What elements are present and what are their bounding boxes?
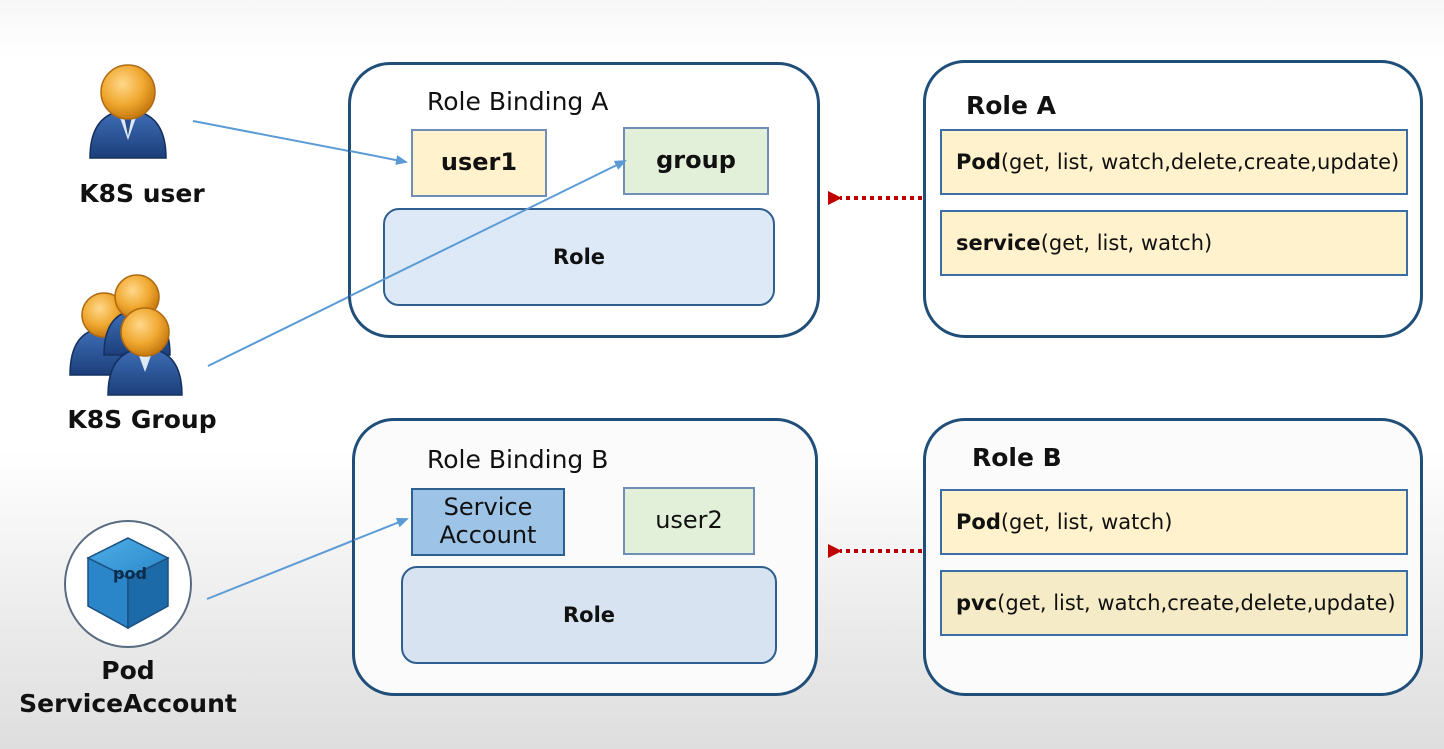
k8s-group-icon <box>69 274 183 396</box>
pod-label-line1: Pod <box>101 656 155 685</box>
role-b-rule-pod: Pod(get, list, watch) <box>940 489 1408 555</box>
rule-verbs: (get, list, watch,create,delete,update) <box>997 591 1396 615</box>
role-a-panel: Role A Pod(get, list, watch,delete,creat… <box>923 60 1423 338</box>
subject-service-account: Service Account <box>411 488 565 556</box>
pod-icon-text: pod <box>113 564 147 583</box>
k8s-group-label: K8S Group <box>67 405 217 434</box>
pod-label-line2: ServiceAccount <box>19 688 237 718</box>
rule-resource: Pod <box>956 510 1001 534</box>
pod-serviceaccount-label: Pod ServiceAccount <box>10 655 246 720</box>
subject-user2: user2 <box>623 487 755 555</box>
service-account-line1: Service <box>443 493 533 522</box>
role-b-rule-pvc: pvc(get, list, watch,create,delete,updat… <box>940 570 1408 636</box>
subject-group: group <box>623 127 769 195</box>
role-b-title: Role B <box>972 443 1062 472</box>
role-binding-b-panel: Role Binding B Service Account user2 Rol… <box>352 418 818 696</box>
rule-verbs: (get, list, watch,delete,create,update) <box>1000 150 1400 174</box>
rule-resource: pvc <box>956 591 998 615</box>
pod-cube-icon <box>64 520 192 648</box>
rule-verbs: (get, list, watch) <box>1000 510 1173 534</box>
rule-verbs: (get, list, watch) <box>1040 231 1213 255</box>
k8s-user-icon <box>89 64 167 159</box>
role-binding-a-panel: Role Binding A user1 group Role <box>348 62 820 338</box>
rule-resource: service <box>956 231 1041 255</box>
k8s-user-label: K8S user <box>79 179 205 208</box>
role-a-rule-pod: Pod(get, list, watch,delete,create,updat… <box>940 129 1408 195</box>
role-a-title: Role A <box>966 91 1057 120</box>
role-b-panel: Role B Pod(get, list, watch) pvc(get, li… <box>923 418 1423 696</box>
subject-user1: user1 <box>411 129 547 197</box>
binding-b-role: Role <box>401 566 777 664</box>
role-binding-a-title: Role Binding A <box>427 87 609 116</box>
role-binding-b-title: Role Binding B <box>427 445 609 474</box>
binding-a-role: Role <box>383 208 775 306</box>
role-a-rule-service: service(get, list, watch) <box>940 210 1408 276</box>
service-account-line2: Account <box>439 521 537 549</box>
rule-resource: Pod <box>956 150 1001 174</box>
